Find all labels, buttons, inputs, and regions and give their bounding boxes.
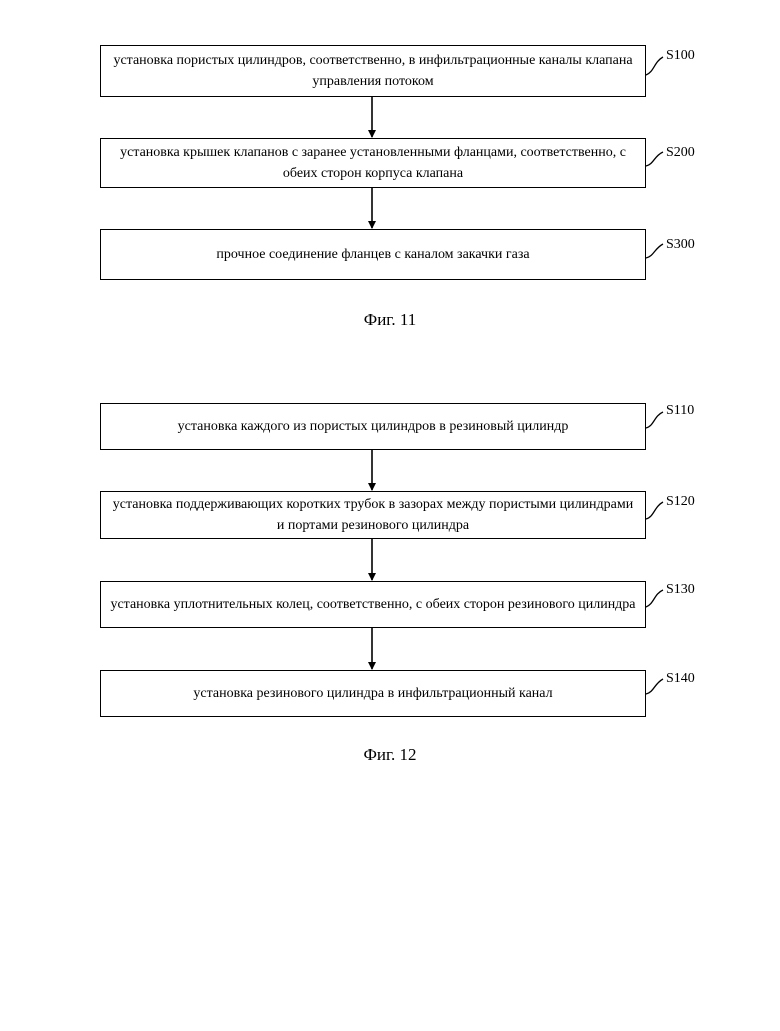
leader-s300	[646, 244, 663, 258]
step-box-s120: установка поддерживающих коротких трубок…	[100, 491, 646, 539]
step-text: установка уплотнительных колец, соответс…	[110, 594, 635, 615]
step-text: установка резинового цилиндра в инфильтр…	[193, 683, 552, 704]
leader-s100	[646, 57, 663, 75]
figure-caption: Фиг. 11	[0, 310, 780, 330]
leader-s110	[646, 412, 663, 428]
figure-caption: Фиг. 12	[0, 745, 780, 765]
step-box-s130: установка уплотнительных колец, соответс…	[100, 581, 646, 628]
step-box-s140: установка резинового цилиндра в инфильтр…	[100, 670, 646, 717]
step-label-s100: S100	[666, 48, 695, 64]
step-label-s300: S300	[666, 237, 695, 253]
step-label-s200: S200	[666, 145, 695, 161]
step-text: установка крышек клапанов с заранее уста…	[109, 142, 637, 184]
step-label-s110: S110	[666, 403, 694, 419]
leader-s140	[646, 679, 663, 694]
step-box-s110: установка каждого из пористых цилиндров …	[100, 403, 646, 450]
leader-s120	[646, 502, 663, 519]
leader-s130	[646, 590, 663, 607]
step-label-s130: S130	[666, 582, 695, 598]
step-label-s120: S120	[666, 494, 695, 510]
step-text: установка каждого из пористых цилиндров …	[178, 416, 569, 437]
step-text: установка пористых цилиндров, соответств…	[109, 50, 637, 92]
leader-s200	[646, 152, 663, 166]
step-text: установка поддерживающих коротких трубок…	[109, 494, 637, 536]
step-box-s100: установка пористых цилиндров, соответств…	[100, 45, 646, 97]
step-box-s300: прочное соединение фланцев с каналом зак…	[100, 229, 646, 280]
step-text: прочное соединение фланцев с каналом зак…	[216, 244, 529, 265]
step-label-s140: S140	[666, 671, 695, 687]
step-box-s200: установка крышек клапанов с заранее уста…	[100, 138, 646, 188]
